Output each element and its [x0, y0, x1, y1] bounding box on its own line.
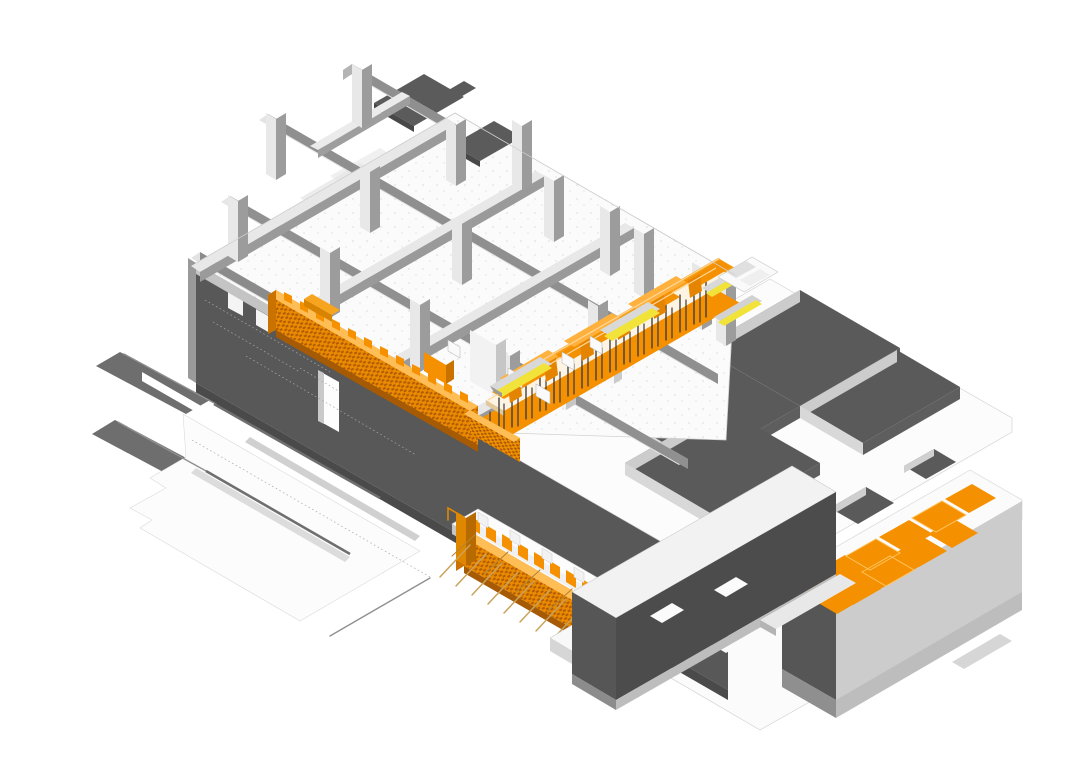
column [600, 206, 620, 276]
column [544, 175, 564, 242]
stair-marker [600, 302, 660, 341]
column [634, 228, 654, 298]
column [360, 166, 380, 233]
column [410, 299, 430, 372]
projection-hairlines [191, 299, 431, 578]
slab-opening [440, 81, 476, 102]
frame-outline [195, 112, 736, 276]
pit [800, 350, 960, 455]
ground-contour [117, 353, 431, 637]
column [446, 119, 466, 186]
column [452, 218, 472, 285]
ground-contour-thin [205, 402, 381, 556]
retaining-wall-region[interactable] [190, 230, 735, 575]
column [228, 195, 248, 262]
stair-marker [490, 357, 552, 397]
stair-marker [714, 295, 762, 326]
lower-base-wall [571, 465, 837, 710]
pit [830, 487, 894, 524]
connecting-strip [760, 574, 856, 636]
column [266, 113, 286, 180]
wall-formwork-upper [268, 290, 520, 462]
column [352, 64, 372, 128]
